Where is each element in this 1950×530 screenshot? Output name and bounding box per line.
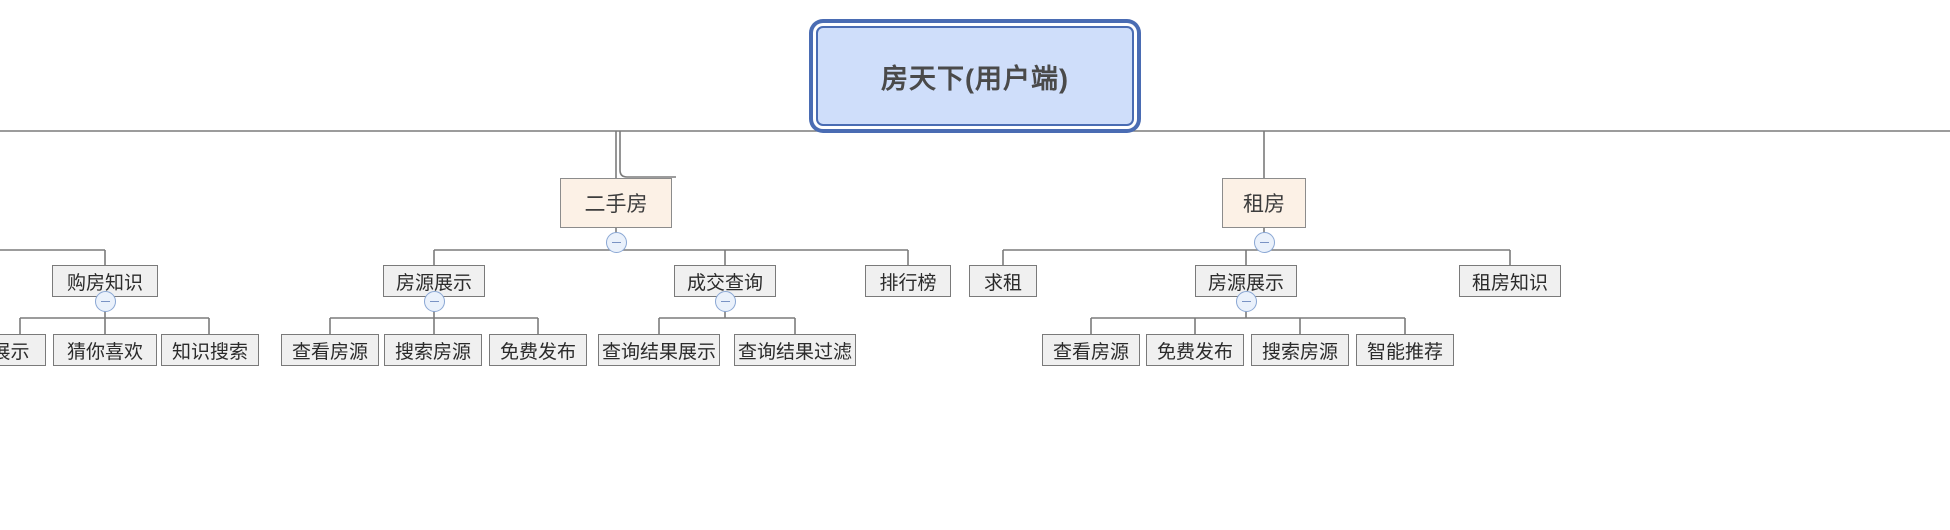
- minus-circle-icon: [721, 300, 730, 303]
- leaf-node-sousuo-fangyuan-zf[interactable]: 搜索房源: [1251, 334, 1349, 366]
- node-label: 查询结果展示: [601, 341, 716, 363]
- node-label: 租房知识: [1471, 272, 1548, 294]
- minus-circle-icon: [612, 241, 621, 244]
- node-zufang-zhishi[interactable]: 租房知识: [1459, 265, 1561, 297]
- leaf-node-zhishi-sousuo[interactable]: 知识搜索: [161, 334, 259, 366]
- leaf-node-chaxun-jieguo-guolv[interactable]: 查询结果过滤: [734, 334, 856, 366]
- collapse-toggle-fangyuan-zhanshi-esf[interactable]: [424, 291, 445, 312]
- leaf-node-zhineng-tuijian[interactable]: 智能推荐: [1356, 334, 1454, 366]
- branch-node-label: 租房: [1243, 193, 1285, 216]
- node-qiuzu[interactable]: 求租: [969, 265, 1037, 297]
- node-label: 查看房源: [291, 341, 368, 363]
- node-label: 成交查询: [686, 272, 763, 294]
- node-paihangbang[interactable]: 排行榜: [865, 265, 951, 297]
- leaf-node-chakan-fangyuan-zf[interactable]: 查看房源: [1042, 334, 1140, 366]
- branch-node-label: 二手房: [584, 193, 648, 216]
- leaf-node-zhanshi-clipped[interactable]: 展示: [0, 334, 46, 366]
- minus-circle-icon: [1260, 241, 1269, 244]
- node-label: 查看房源: [1052, 341, 1129, 363]
- node-label: 求租: [983, 272, 1022, 294]
- leaf-node-mianfei-fabu-esf[interactable]: 免费发布: [489, 334, 587, 366]
- node-label: 智能推荐: [1366, 341, 1443, 363]
- node-label: 搜索房源: [394, 341, 471, 363]
- node-label: 展示: [0, 341, 30, 363]
- node-label: 购房知识: [66, 272, 143, 294]
- minus-circle-icon: [430, 300, 439, 303]
- branch-node-zufang[interactable]: 租房: [1222, 178, 1306, 228]
- node-label: 知识搜索: [171, 341, 248, 363]
- collapse-toggle-goufang-zhishi[interactable]: [95, 291, 116, 312]
- node-label: 搜索房源: [1261, 341, 1338, 363]
- root-node-label: 房天下(用户端): [881, 63, 1069, 94]
- branch-node-ershoufang[interactable]: 二手房: [560, 178, 672, 228]
- leaf-node-mianfei-fabu-zf[interactable]: 免费发布: [1146, 334, 1244, 366]
- node-label: 免费发布: [499, 341, 576, 363]
- collapse-toggle-zufang[interactable]: [1254, 232, 1275, 253]
- node-label: 房源展示: [395, 272, 472, 294]
- root-node-fangtianxia[interactable]: 房天下(用户端): [816, 26, 1134, 126]
- node-fangyuan-zhanshi-zufang[interactable]: 房源展示: [1195, 265, 1297, 297]
- collapse-toggle-fangyuan-zhanshi-zf[interactable]: [1236, 291, 1257, 312]
- collapse-toggle-chengjiao-chaxun[interactable]: [715, 291, 736, 312]
- node-label: 房源展示: [1207, 272, 1284, 294]
- minus-circle-icon: [101, 300, 110, 303]
- leaf-node-chakan-fangyuan-esf[interactable]: 查看房源: [281, 334, 379, 366]
- leaf-node-chaxun-jieguo-zhanshi[interactable]: 查询结果展示: [598, 334, 720, 366]
- leaf-node-cainixihuan[interactable]: 猜你喜欢: [53, 334, 157, 366]
- node-label: 查询结果过滤: [737, 341, 852, 363]
- node-label: 猜你喜欢: [66, 341, 143, 363]
- minus-circle-icon: [1242, 300, 1251, 303]
- node-label: 排行榜: [879, 272, 937, 294]
- collapse-toggle-ershoufang[interactable]: [606, 232, 627, 253]
- node-label: 免费发布: [1156, 341, 1233, 363]
- leaf-node-sousuo-fangyuan-esf[interactable]: 搜索房源: [384, 334, 482, 366]
